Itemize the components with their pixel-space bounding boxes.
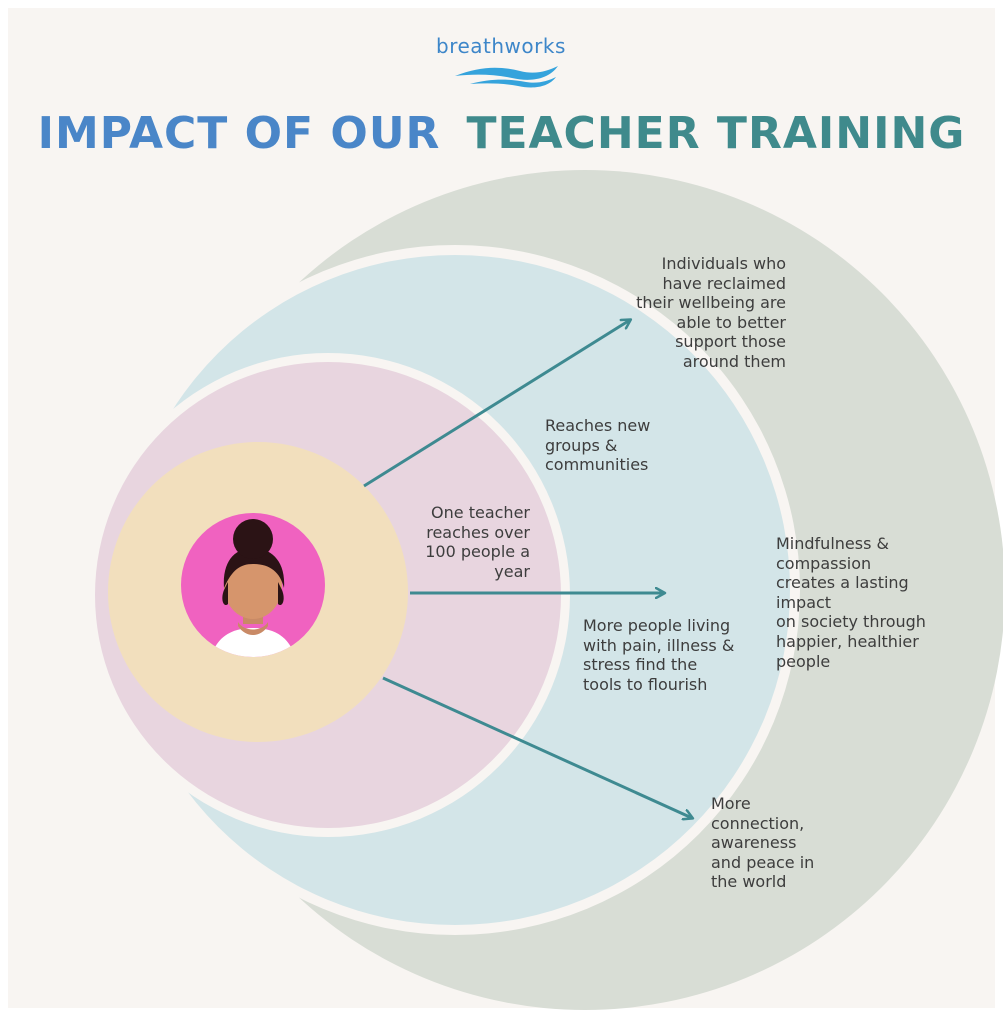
arrow-to-connection — [382, 676, 692, 818]
brand-logo-text: breathworks — [436, 34, 566, 58]
label-groups: Reaches new groups & communities — [545, 416, 651, 475]
arrow-to-individuals — [363, 320, 630, 488]
label-core: One teacher reaches over 100 people a ye… — [425, 503, 530, 581]
label-society: Mindfulness & compassion creates a lasti… — [776, 534, 926, 671]
woman-teacher-icon — [181, 513, 325, 657]
label-individuals: Individuals who have reclaimed their wel… — [636, 254, 786, 371]
logo-waves-icon — [455, 66, 558, 88]
label-connection: More connection, awareness and peace in … — [711, 794, 815, 892]
label-pain: More people living with pain, illness & … — [583, 616, 735, 694]
page-title: IMPACT OF OUR TEACHER TRAINING — [0, 108, 1003, 159]
title-part-2: TEACHER TRAINING — [466, 108, 966, 159]
title-part-1: IMPACT OF OUR — [37, 108, 441, 159]
